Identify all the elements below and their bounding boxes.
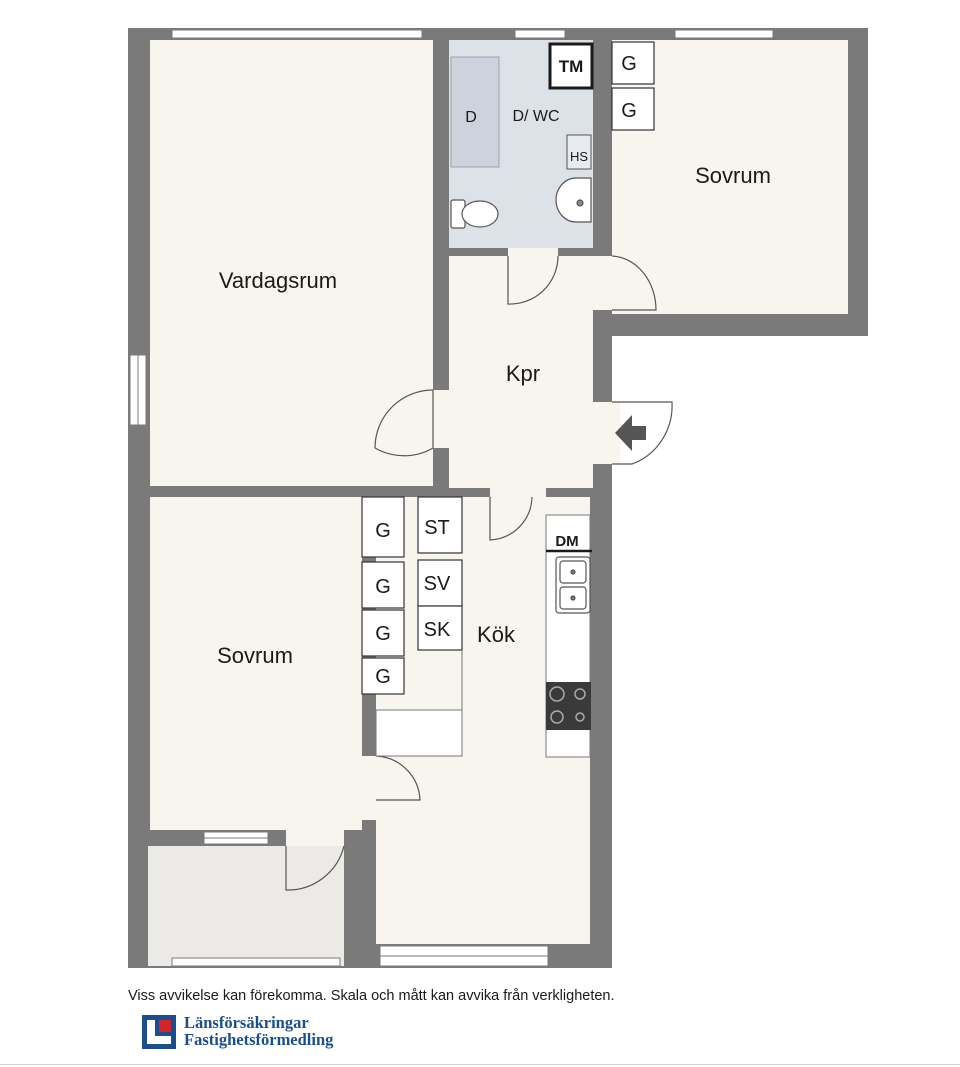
label-dm: DM <box>555 533 578 550</box>
label-g-1: G <box>375 520 391 542</box>
window-vardagsrum-top <box>171 29 423 39</box>
label-g-3: G <box>375 623 391 645</box>
door-vardagsrum <box>374 447 434 457</box>
label-g-2: G <box>375 576 391 598</box>
wardrobes-top <box>611 41 655 131</box>
logo-line-1: Länsförsäkringar <box>184 1013 309 1032</box>
label-hs: HS <box>570 149 588 164</box>
floor-kpr <box>449 256 593 488</box>
window-bath-top <box>514 29 566 39</box>
shower-area <box>450 56 500 168</box>
room-label-sovrum-top: Sovrum <box>695 163 771 188</box>
room-label-sovrum-bottom: Sovrum <box>217 643 293 668</box>
label-g-top-1: G <box>621 53 637 75</box>
floor-sovrum-bottom <box>150 497 362 830</box>
logo-line-2: Fastighetsförmedling <box>184 1030 334 1049</box>
door-sovrum-top <box>611 255 657 311</box>
tm-box <box>548 42 594 90</box>
label-tm: TM <box>559 57 584 76</box>
floor-vardagsrum <box>150 40 433 486</box>
label-d: D <box>465 109 477 126</box>
room-label-dwc: D/ WC <box>512 108 559 125</box>
label-g-4: G <box>375 666 391 688</box>
label-st: ST <box>424 517 450 539</box>
hs-cabinet <box>566 134 592 170</box>
lansforsakringar-logo-icon <box>142 1015 176 1049</box>
bathroom-fixtures <box>450 42 594 229</box>
room-label-kok: Kök <box>477 622 516 647</box>
window-sovrum-top <box>674 29 774 39</box>
door-kok <box>489 496 533 541</box>
doors <box>285 255 673 891</box>
disclaimer-text: Viss avvikelse kan förekomma. Skala och … <box>128 988 615 1004</box>
label-sk: SK <box>424 619 451 641</box>
washbasin-icon <box>555 177 592 223</box>
floor-plan: Vardagsrum D/ WC Sovrum Kpr Sovrum Kök T… <box>128 28 868 968</box>
stove-icon <box>546 682 591 730</box>
windows <box>129 29 774 967</box>
bottom-divider <box>0 1064 960 1065</box>
floor-sovrum-top <box>612 40 848 314</box>
fixture-labels: TM D HS DM G G G G G G ST SV SK <box>375 53 637 688</box>
wardrobes-bottom <box>361 496 463 757</box>
sink-icon <box>555 556 591 614</box>
door-entrance <box>612 401 673 465</box>
kitchen-storage <box>417 496 463 756</box>
label-sv: SV <box>424 573 451 595</box>
toilet-icon <box>450 199 499 229</box>
entrance-arrow-icon <box>615 415 646 451</box>
room-labels: Vardagsrum D/ WC Sovrum Kpr Sovrum Kök <box>217 108 771 668</box>
door-sovrum-bottom <box>375 755 421 801</box>
kitchen-counter <box>545 514 592 758</box>
label-g-top-2: G <box>621 100 637 122</box>
door-bath <box>507 255 559 305</box>
room-label-kpr: Kpr <box>506 361 540 386</box>
door-balcony <box>285 845 345 891</box>
door-openings <box>286 248 620 846</box>
room-label-vardagsrum: Vardagsrum <box>219 268 337 293</box>
window-balcony <box>171 957 341 967</box>
floor-balcony <box>148 846 344 966</box>
